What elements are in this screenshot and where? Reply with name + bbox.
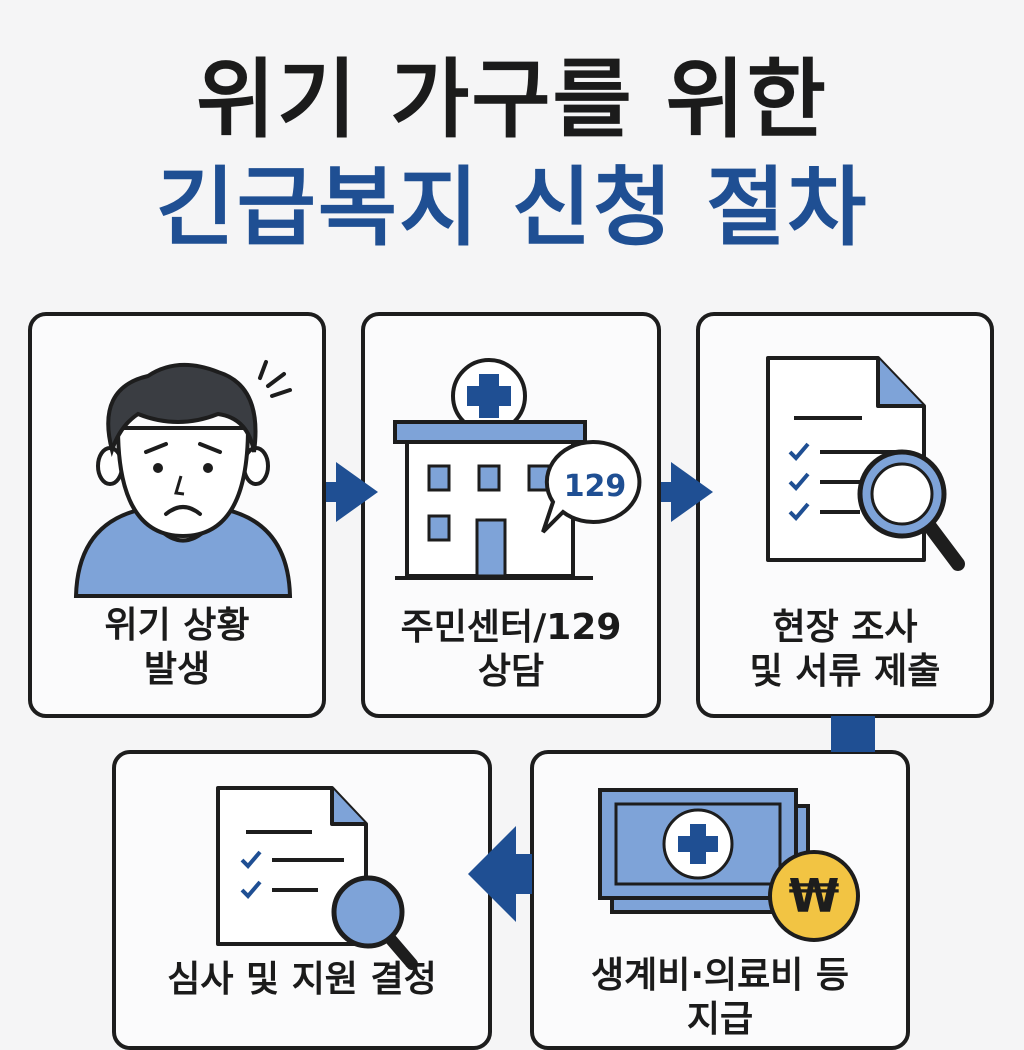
step-label-line-1: 주민센터/129: [400, 607, 622, 648]
money-medical-icon: ₩: [598, 788, 860, 942]
step-label-line-2: 상담: [477, 651, 545, 692]
step-label-line-2: 발생: [143, 649, 211, 690]
arrow-left-icon: [468, 826, 532, 922]
hospital-building-icon: 129: [393, 358, 642, 580]
hotline-129-badge: 129: [564, 469, 627, 504]
document-review-icon: [216, 786, 418, 970]
arrow-right-icon: [661, 462, 713, 522]
won-coin-icon: ₩: [789, 869, 840, 923]
step-card-review: 심사 및 지원 결정: [112, 750, 492, 1050]
step-card-crisis: 위기 상황 발생: [28, 312, 326, 718]
title-line-1: 위기 가구를 위한: [196, 50, 828, 150]
step-label-line-1: 위기 상황: [104, 605, 250, 646]
step-label-line-1: 현장 조사: [772, 607, 918, 648]
document-search-icon: [766, 356, 965, 571]
title-line-2: 긴급복지 신청 절차: [155, 158, 869, 258]
step-card-payment: ₩ 생계비·의료비 등 지급: [530, 750, 910, 1050]
step-label-line-1: 생계비·의료비 등: [590, 955, 850, 996]
connector-down-icon: [831, 716, 875, 752]
step-label-line-2: 및 서류 제출: [749, 651, 941, 692]
step-card-investigation: 현장 조사 및 서류 제출: [696, 312, 994, 718]
step-card-consultation: 129 주민센터/129 상담: [361, 312, 661, 718]
step-label-line-1: 심사 및 지원 결정: [167, 959, 437, 1000]
arrow-right-icon: [326, 462, 378, 522]
worried-person-icon: [73, 360, 293, 598]
step-label-line-2: 지급: [686, 999, 754, 1040]
